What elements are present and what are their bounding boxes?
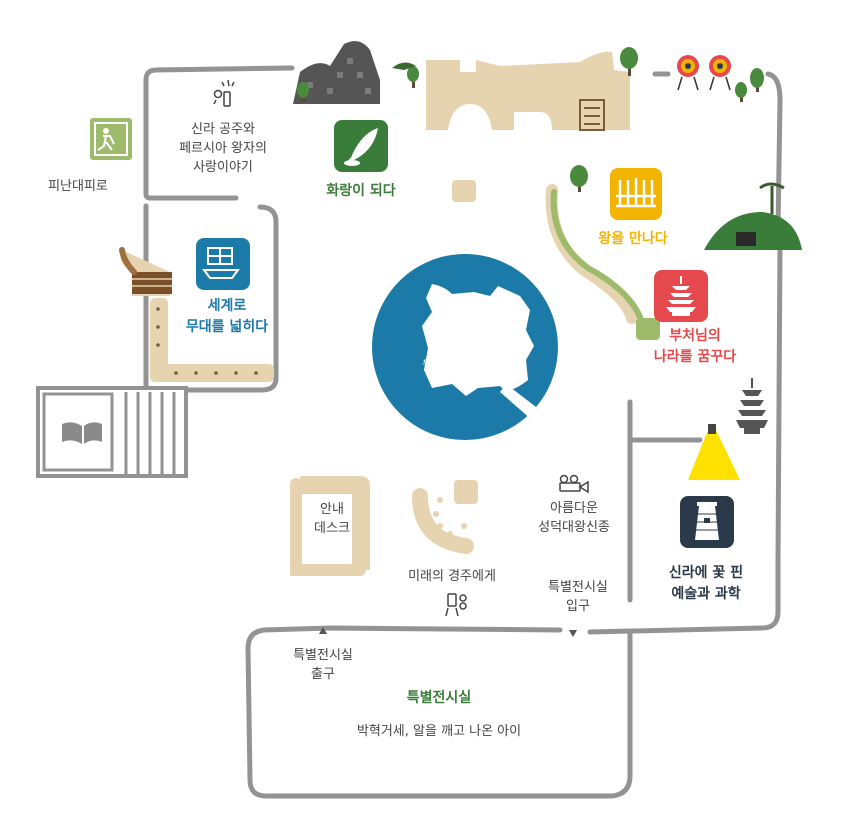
cheomseongdae-icon — [680, 496, 734, 548]
info-desk-line-2: 데스크 — [314, 521, 350, 536]
bell-line-2: 성덕대왕신종 — [538, 520, 610, 535]
zone-world-line-1: 세계로 — [207, 298, 247, 314]
wall-special-hall — [245, 625, 633, 799]
zone-art-science-line-1: 신라에 꽃 핀 — [668, 565, 744, 581]
tree-icon — [297, 47, 764, 192]
exit-sign-icon — [90, 118, 132, 160]
ship-prow — [119, 247, 172, 296]
video-hall-label[interactable]: 월지를 만들어요 — [422, 359, 510, 374]
info-desk-frame — [290, 478, 366, 576]
green-hill — [704, 182, 802, 250]
entrance-arrow-icon — [569, 630, 577, 637]
info-desk-label[interactable]: 안내 데스크 — [314, 500, 350, 538]
special-exit-label[interactable]: 특별전시실 출구 — [293, 646, 353, 684]
wall-upper-left — [143, 65, 295, 201]
special-subtitle: 박혁거세, 알을 깨고 나온 아이 — [356, 724, 522, 739]
zone-buddha[interactable]: 부처님의 나라를 꿈꾸다 — [654, 326, 736, 368]
exit-arrow-icon — [319, 627, 327, 634]
love-story-line-2: 페르시아 왕자의 — [179, 141, 267, 156]
world-path — [150, 298, 274, 382]
spotlight-icon — [688, 424, 740, 480]
zone-world[interactable]: 세계로 무대를 넓히다 — [186, 296, 268, 338]
bell-label: 아름다운 성덕대왕신종 — [538, 499, 610, 537]
video-camera-icon — [457, 322, 491, 345]
pagoda-icon — [654, 270, 708, 322]
audio-guide-icon — [445, 593, 467, 617]
display-case — [454, 480, 478, 504]
info-desk-counter — [300, 476, 370, 570]
bell-line-1: 아름다운 — [550, 501, 598, 516]
zone-hwarang[interactable]: 화랑이 되다 — [326, 183, 396, 199]
zone-art-science-line-2: 예술과 과학 — [671, 586, 741, 602]
love-story-line-3: 사랑이야기 — [193, 160, 253, 175]
special-entrance-line-1: 특별전시실 — [548, 580, 608, 595]
palace-silhouette — [426, 51, 630, 131]
pond-shape — [422, 284, 534, 396]
seating-dots — [433, 497, 467, 537]
green-pedestal — [636, 318, 660, 340]
crown-icon — [610, 168, 662, 220]
love-story-label: 신라 공주와 페르시아 왕자의 사랑이야기 — [179, 120, 267, 177]
book-icon — [62, 422, 102, 444]
info-desk-line-1: 안내 — [320, 502, 344, 517]
pedestal — [452, 180, 476, 202]
stone-pagoda — [736, 378, 768, 434]
exit-route-label: 피난대피로 — [48, 179, 108, 194]
feather-quill-icon — [334, 120, 388, 172]
seating-curve — [412, 488, 474, 554]
future-princess-label: 미래의 경주에게 — [408, 569, 496, 584]
wall-world-room — [143, 203, 279, 393]
walls — [143, 65, 783, 799]
zone-king[interactable]: 왕을 만나다 — [598, 231, 668, 247]
wall-right — [587, 71, 783, 635]
special-entrance-line-2: 입구 — [566, 599, 590, 614]
green-path — [550, 189, 645, 325]
stairs-block — [36, 386, 188, 478]
zone-art-science[interactable]: 신라에 꽃 핀 예술과 과학 — [669, 563, 743, 605]
pond-inlet — [500, 384, 540, 420]
zone-world-line-2: 무대를 넓히다 — [185, 319, 269, 335]
audio-guide-icon — [213, 79, 235, 107]
special-entrance-label[interactable]: 특별전시실 입구 — [548, 578, 608, 616]
zone-buddha-line-1: 부처님의 — [669, 328, 721, 344]
zone-special[interactable]: 특별전시실 — [406, 690, 472, 706]
special-exit-line-1: 특별전시실 — [293, 648, 353, 663]
zone-buddha-line-2: 나라를 꿈꾸다 — [653, 349, 737, 365]
video-camera-icon — [559, 474, 589, 494]
ship-icon — [196, 238, 250, 290]
target-icon — [677, 55, 731, 91]
special-exit-line-2: 출구 — [311, 667, 335, 682]
love-story-line-1: 신라 공주와 — [191, 122, 255, 137]
rock-mountain — [293, 41, 380, 104]
